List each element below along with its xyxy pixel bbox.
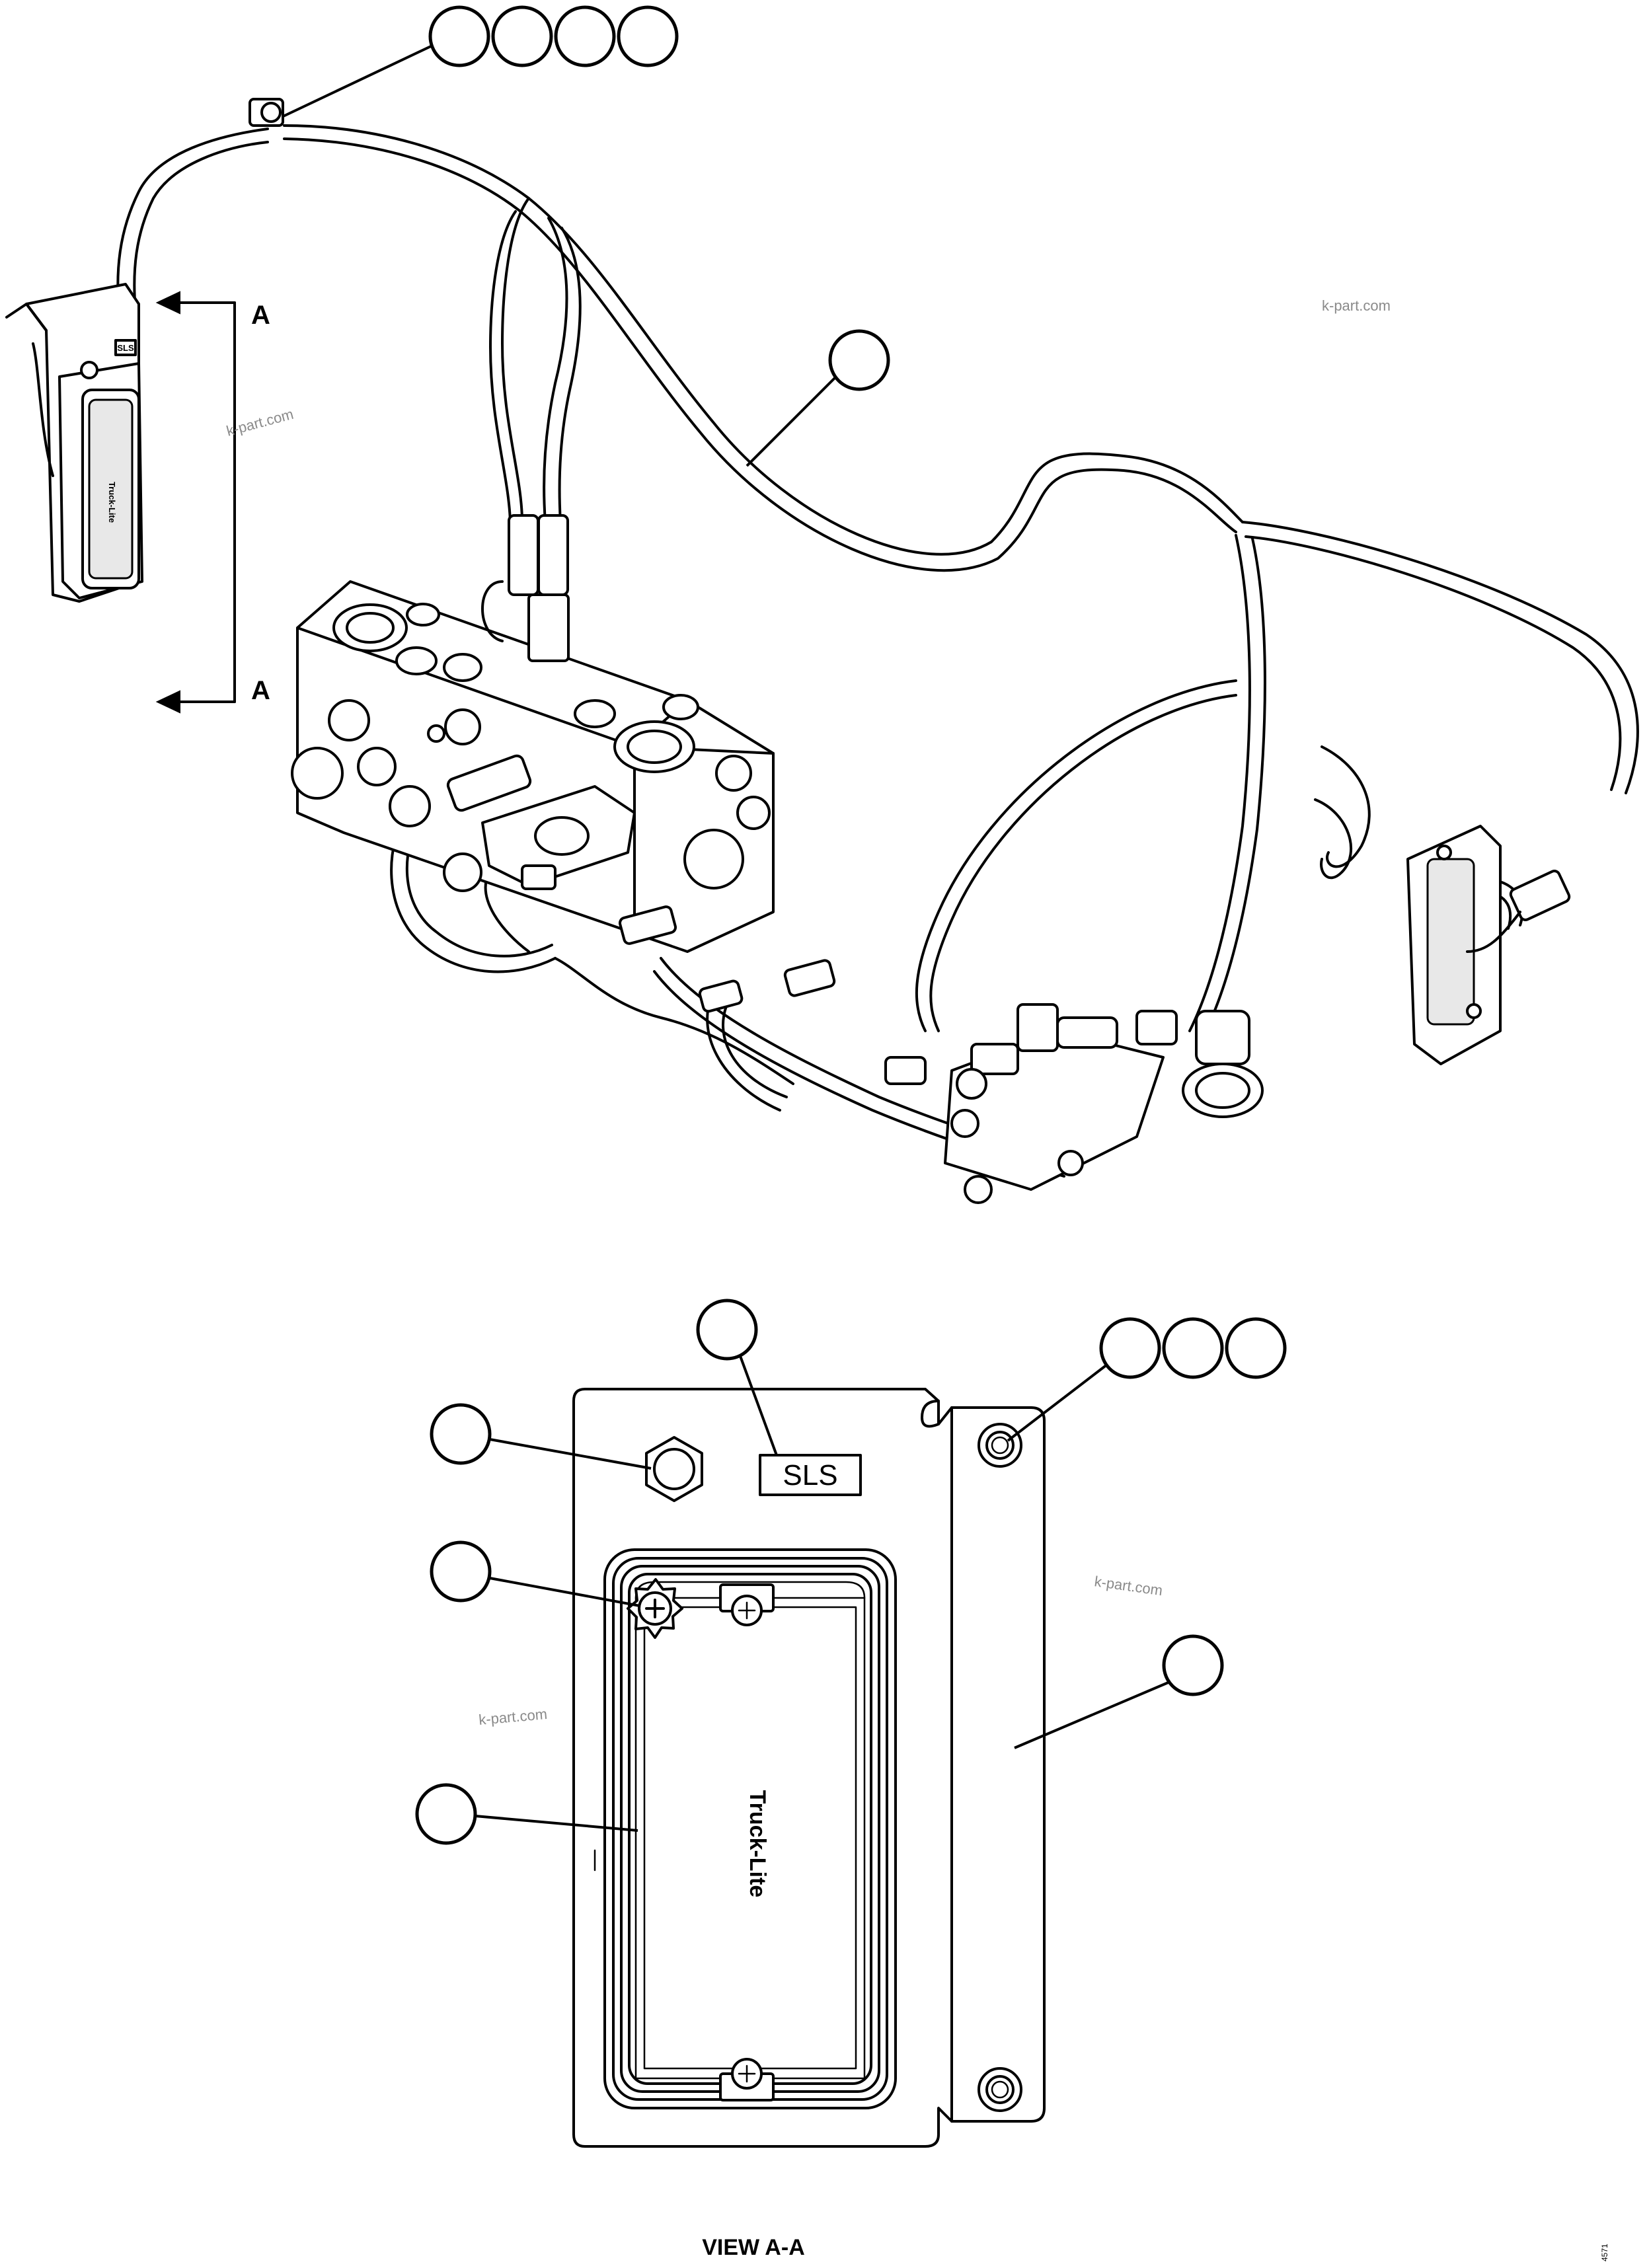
manifold-block <box>884 1003 1264 1204</box>
sls-decal-small: SLS <box>117 343 134 353</box>
harness-assembly-view: Truck-Lite SLS A A <box>5 5 1639 1204</box>
valve-block <box>291 514 836 1013</box>
callout-balloon[interactable] <box>1162 1634 1224 1696</box>
section-indicator: A A <box>155 291 270 714</box>
ground-terminal <box>249 98 284 127</box>
phillips-screw-icon <box>731 1595 763 1626</box>
section-label-bottom: A <box>251 676 270 705</box>
view-a-a-detail: SLS <box>415 1299 1287 2260</box>
callout-balloon[interactable] <box>828 329 890 391</box>
leader-line <box>277 45 432 120</box>
leader-line <box>489 1577 640 1607</box>
lamp-brand-text: Truck-Lite <box>745 1790 770 1897</box>
section-arrow-icon <box>155 291 180 315</box>
right-lamp-assembly <box>1406 825 1571 1065</box>
flange-bolt-top <box>978 1423 1022 1468</box>
left-lamp-assembly: Truck-Lite SLS <box>5 283 143 603</box>
callout-balloon[interactable] <box>430 1540 492 1603</box>
leader-line <box>739 1355 778 1456</box>
callout-balloon[interactable] <box>1099 1317 1161 1379</box>
lamp-housing: Truck-Lite <box>603 1548 897 2109</box>
callout-balloon-group-top <box>277 5 679 120</box>
callout-balloon[interactable] <box>415 1783 477 1845</box>
callout-balloon[interactable] <box>617 5 679 67</box>
section-arrow-icon <box>155 690 180 714</box>
phillips-screw-icon <box>731 2058 763 2090</box>
detail-callouts <box>415 1299 1287 1845</box>
callout-balloon[interactable] <box>554 5 616 67</box>
view-caption: VIEW A-A <box>702 2235 805 2260</box>
sls-decal-label: SLS <box>783 1459 837 1492</box>
leader-line <box>475 1815 638 1832</box>
watermark: k-part.com <box>1093 1573 1163 1599</box>
flange-bolt-bottom <box>978 2067 1022 2112</box>
leader-line <box>1007 1363 1108 1442</box>
sls-decal: SLS <box>759 1454 862 1496</box>
reference-code: 4571 <box>1600 2244 1609 2261</box>
leader-line <box>489 1438 652 1470</box>
section-label-top: A <box>251 301 270 330</box>
lamp-brand-small: Truck-Lite <box>107 482 117 523</box>
callout-balloon[interactable] <box>491 5 553 67</box>
watermark: k-part.com <box>1322 297 1391 314</box>
watermark: k-part.com <box>478 1706 548 1728</box>
callout-balloon[interactable] <box>428 5 490 67</box>
leader-line <box>1014 1681 1170 1749</box>
phillips-screw-icon <box>627 1578 683 1639</box>
hex-nut-icon <box>645 1436 703 1502</box>
callout-balloon-harness <box>746 329 890 467</box>
callout-balloon[interactable] <box>1225 1317 1287 1379</box>
callout-balloon[interactable] <box>1162 1317 1224 1379</box>
leader-line <box>746 375 837 467</box>
callout-balloon[interactable] <box>696 1299 758 1361</box>
callout-balloon[interactable] <box>430 1403 492 1465</box>
